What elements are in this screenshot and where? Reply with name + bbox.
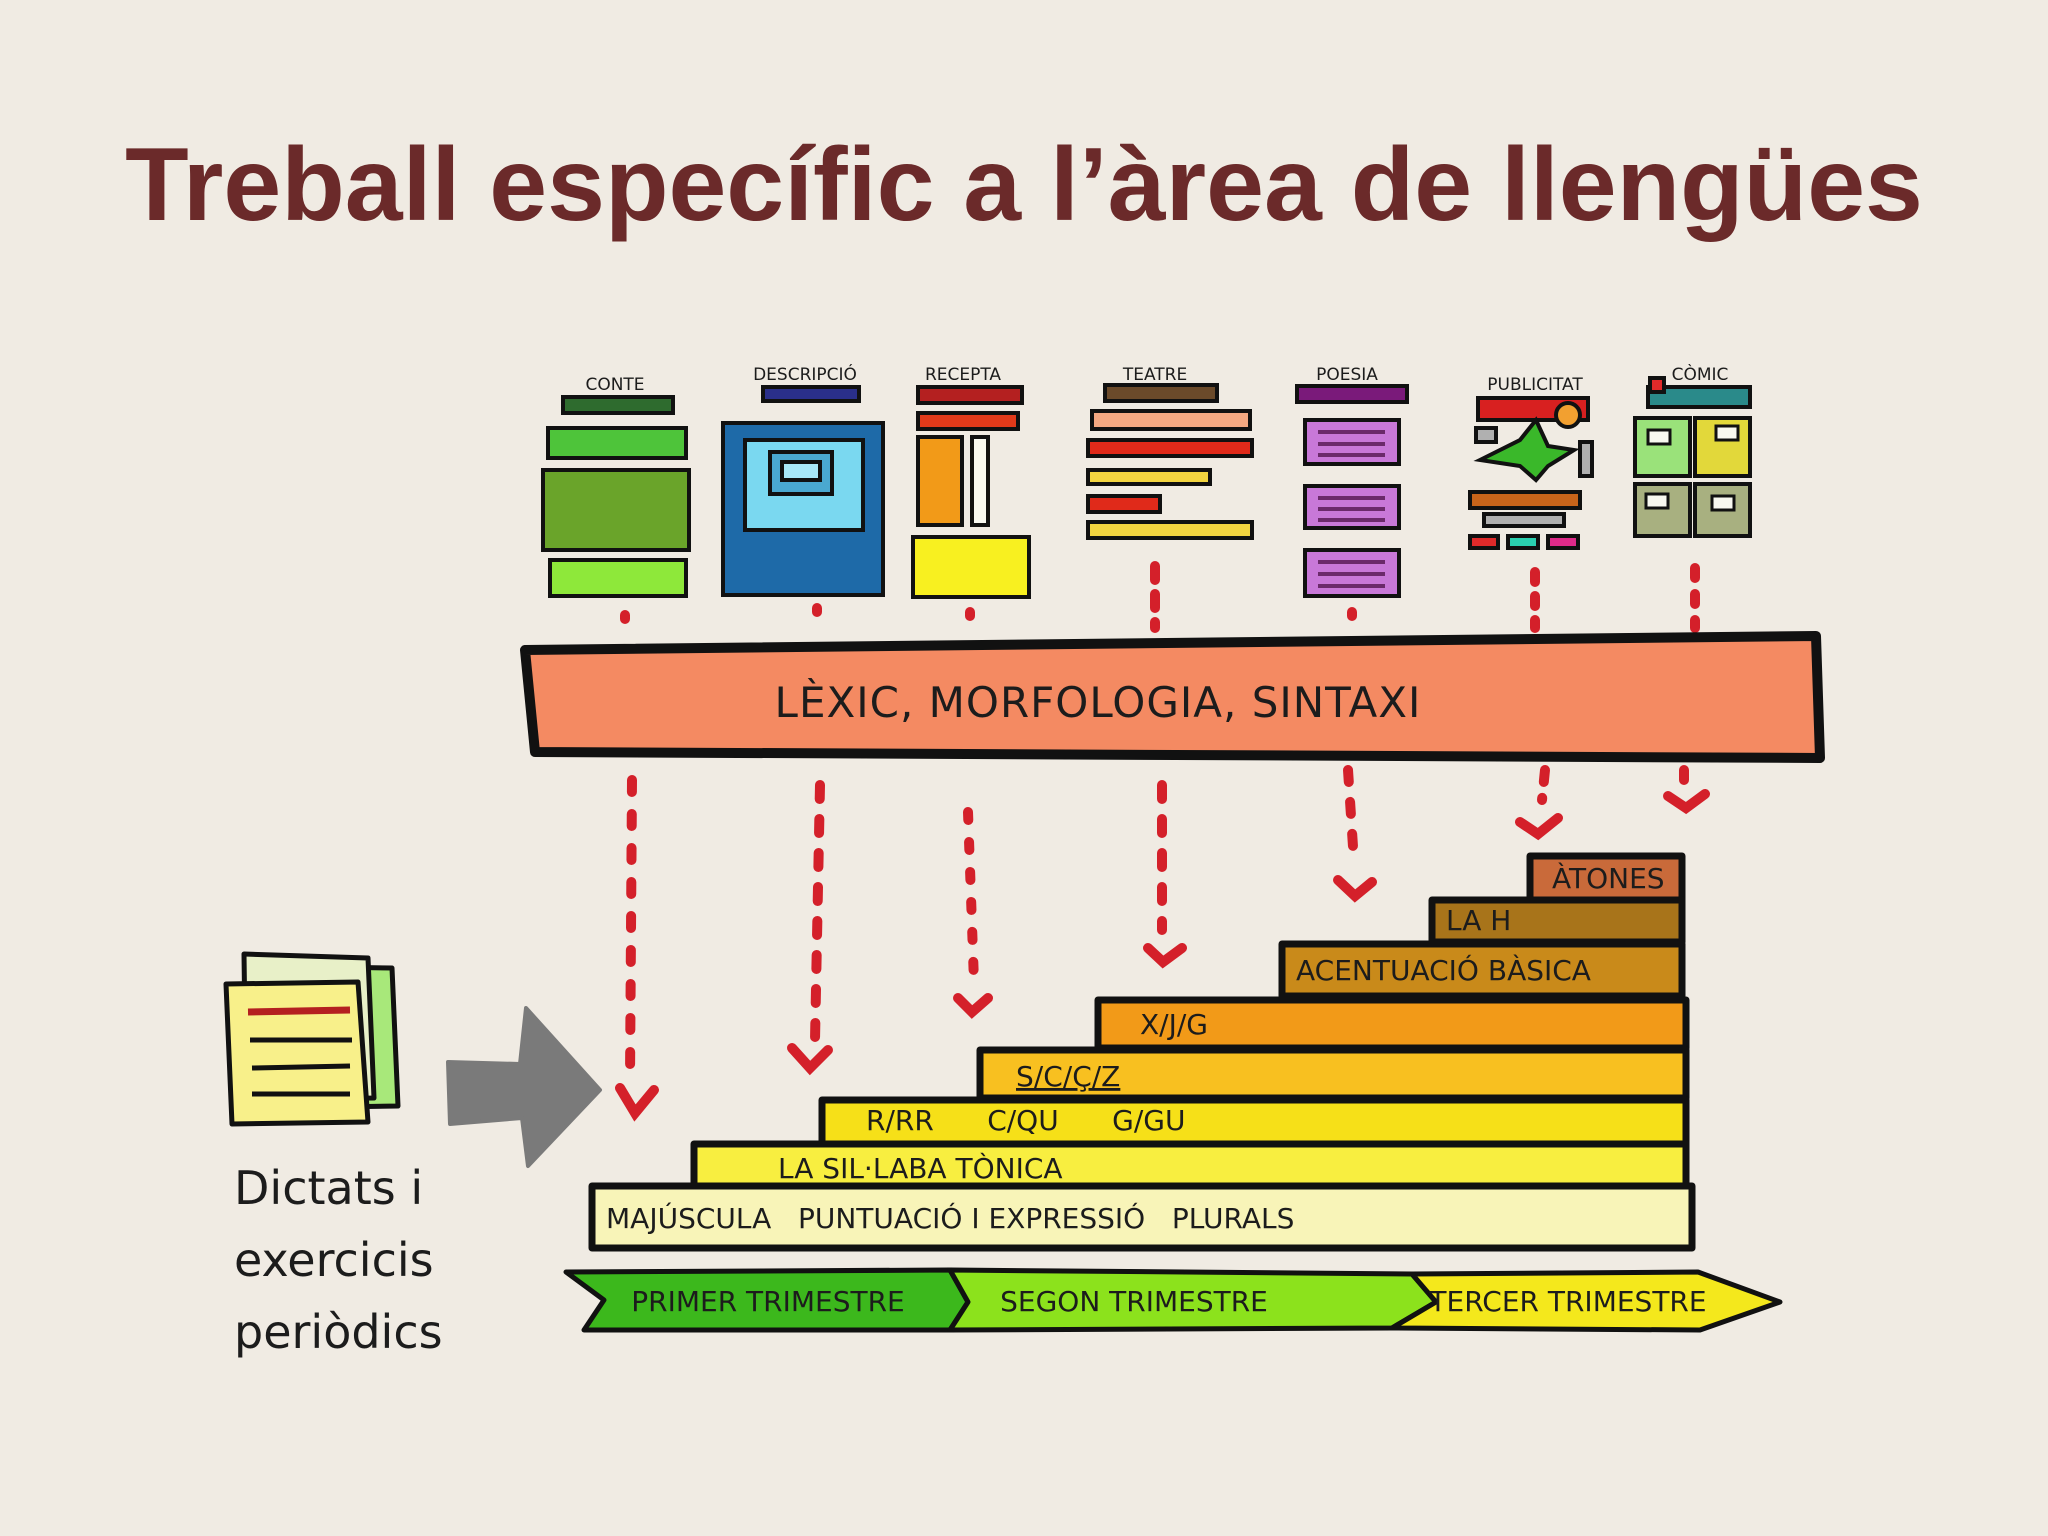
genre-label-descripcio: DESCRIPCIÓ	[753, 363, 857, 385]
publicitat-document-icon	[1468, 396, 1594, 550]
step-label-majuscula: MAJÚSCULA PUNTUACIÓ I EXPRESSIÓ PLURALS	[606, 1201, 1294, 1235]
step-label-xjg: X/J/G	[1140, 1008, 1208, 1041]
step-label-r-rr: R/RR C/QU G/GU	[866, 1104, 1185, 1137]
term-label-tercer: TERCER TRIMESTRE	[1428, 1285, 1706, 1318]
genre-label-comic: CÒMIC	[1672, 363, 1729, 385]
side-note-line1: Dictats i	[234, 1161, 423, 1215]
step-sillaba	[690, 1140, 1690, 1194]
genre-label-conte: CONTE	[585, 375, 644, 395]
genre-label-teatre: TEATRE	[1122, 365, 1187, 385]
descripcio-document-icon	[721, 385, 885, 597]
genre-to-banner-arrows	[620, 561, 1700, 635]
term-label-segon: SEGON TRIMESTRE	[1000, 1285, 1268, 1318]
step-acentuacio	[1278, 940, 1686, 1000]
step-majuscula	[588, 1182, 1696, 1252]
step-label-atones: ÀTONES	[1552, 861, 1665, 895]
comic-document-icon	[1633, 376, 1752, 538]
step-label-sillaba: LA SIL·LABA TÒNICA	[778, 1151, 1063, 1185]
recepta-document-icon	[911, 385, 1031, 599]
term-label-primer: PRIMER TRIMESTRE	[631, 1285, 905, 1318]
poesia-document-icon	[1295, 384, 1409, 598]
step-label-scgz: S/C/Ç/Z	[1016, 1060, 1120, 1093]
dictats-documents-icon	[223, 951, 401, 1127]
lexic-banner-label: LÈXIC, MORFOLOGIA, SINTAXI	[775, 677, 1422, 727]
genre-labels: CONTE DESCRIPCIÓ RECEPTA TEATRE POESIA P…	[585, 363, 1728, 395]
banner-to-steps-arrows	[615, 765, 1710, 1122]
step-la-h	[1428, 896, 1686, 946]
step-label-acentuacio: ACENTUACIÓ BÀSICA	[1296, 953, 1591, 987]
genre-label-poesia: POESIA	[1316, 365, 1378, 385]
side-note-line2: exercicis	[234, 1233, 434, 1287]
term-tercer	[1389, 1269, 1783, 1333]
side-note: Dictats i exercicis periòdics	[234, 1161, 443, 1359]
conte-document-icon	[541, 395, 691, 598]
side-note-line3: periòdics	[234, 1305, 443, 1359]
staircase	[588, 852, 1696, 1252]
side-arrow-icon	[446, 1006, 602, 1168]
teatre-document-icon	[1086, 383, 1254, 540]
genre-label-recepta: RECEPTA	[925, 365, 1001, 385]
trimester-labels: PRIMER TRIMESTRE SEGON TRIMESTRE TERCER …	[631, 1285, 1706, 1318]
slide-title: Treball específic a l’àrea de llengües	[125, 127, 1923, 243]
step-xjg	[1094, 996, 1690, 1052]
genre-label-publicitat: PUBLICITAT	[1487, 375, 1583, 395]
step-label-la-h: LA H	[1446, 904, 1511, 937]
lexic-banner: LÈXIC, MORFOLOGIA, SINTAXI	[520, 631, 1825, 763]
trimester-timeline	[563, 1267, 1783, 1333]
staircase-labels: ÀTONES LA H ACENTUACIÓ BÀSICA X/J/G S/C/…	[606, 861, 1665, 1235]
